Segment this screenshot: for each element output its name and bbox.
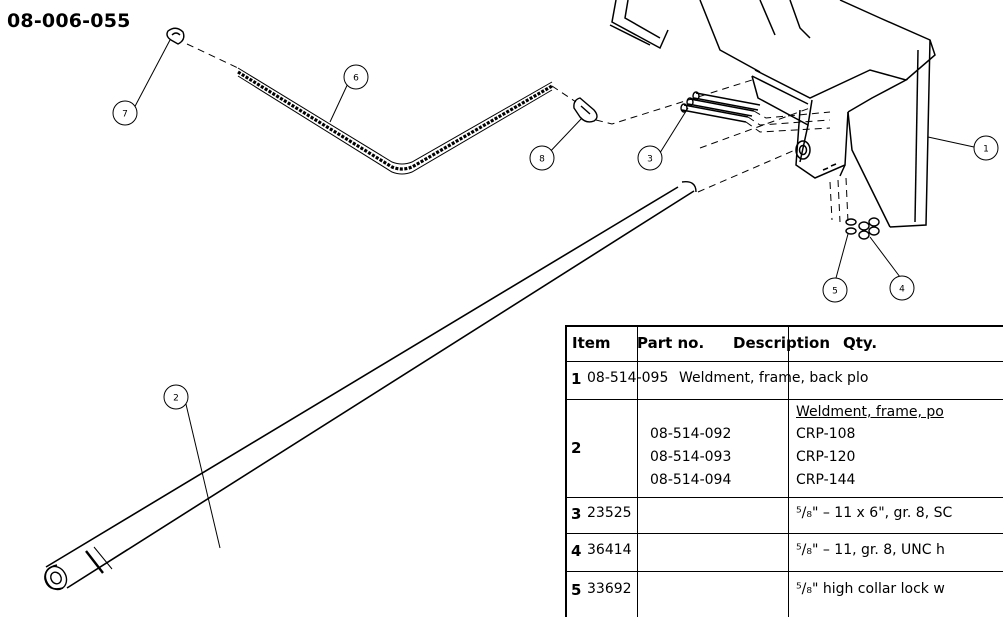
svg-text:3: 3	[647, 155, 653, 165]
link-part-7	[166, 27, 185, 45]
row-part-no: 33692	[587, 581, 632, 597]
table-row: 5 33692 ⁵/₈" high collar lock w	[567, 571, 1003, 615]
document-number: 08-006-055	[7, 10, 131, 32]
callout-1: 1	[973, 135, 999, 161]
exploded-assembly-drawing: 7 6 8 3 1 2 5 4	[44, 0, 999, 591]
svg-text:6: 6	[353, 74, 359, 84]
row-part-no: 08-514-093	[650, 449, 732, 465]
row-part-no: 23525	[587, 505, 632, 521]
header-description: Description	[733, 334, 831, 352]
table-row: 4 36414 ⁵/₈" – 11, gr. 8, UNC h	[567, 533, 1003, 572]
row-description: ⁵/₈" – 11, gr. 8, UNC h	[796, 542, 945, 558]
table-row: 2 Weldment, frame, po 08-514-092 CRP-108…	[567, 399, 1003, 498]
row-item: 2	[571, 439, 582, 457]
pipe-part-2	[44, 181, 697, 591]
table-row: 1 08-514-095 Weldment, frame, back plo	[567, 361, 1003, 400]
row-description: ⁵/₈" – 11 x 6", gr. 8, SC	[796, 505, 953, 521]
row-description-header: Weldment, frame, po	[796, 404, 944, 420]
row-description: CRP-108	[796, 426, 856, 442]
svg-text:8: 8	[539, 155, 545, 165]
svg-text:7: 7	[122, 110, 128, 120]
row-part-no: 08-514-092	[650, 426, 732, 442]
table-header: Item Part no. Description Qty.	[567, 327, 1003, 362]
callout-7: 7	[112, 100, 138, 126]
callout-6: 6	[343, 64, 369, 90]
row-part-no: 08-514-095	[587, 370, 669, 386]
row-part-no: 08-514-094	[650, 472, 732, 488]
parts-table: Item Part no. Description Qty. 1 08-514-…	[565, 325, 1003, 617]
row-description: CRP-144	[796, 472, 856, 488]
callout-5: 5	[822, 277, 848, 303]
row-item: 5	[571, 581, 582, 599]
header-qty: Qty.	[843, 334, 878, 352]
header-item: Item	[572, 334, 611, 352]
chain-part-6	[237, 70, 553, 171]
table-row: 3 23525 ⁵/₈" – 11 x 6", gr. 8, SC	[567, 497, 1003, 534]
callout-2: 2	[163, 384, 189, 410]
callout-4: 4	[889, 275, 915, 301]
link-part-8	[573, 97, 598, 123]
svg-text:5: 5	[832, 287, 838, 297]
frame-part-1	[609, 0, 936, 228]
row-description: ⁵/₈" high collar lock w	[796, 581, 945, 597]
callout-3: 3	[637, 145, 663, 171]
row-item: 3	[571, 505, 582, 523]
row-part-no: 36414	[587, 542, 632, 558]
header-part-no: Part no.	[637, 334, 705, 352]
row-description: CRP-120	[796, 449, 856, 465]
callout-8: 8	[529, 145, 555, 171]
washers-part-5	[845, 218, 857, 235]
svg-text:4: 4	[899, 285, 905, 295]
bolts-part-3	[680, 91, 761, 123]
row-item: 1	[571, 370, 582, 388]
svg-text:2: 2	[173, 394, 179, 404]
row-item: 4	[571, 542, 582, 560]
svg-text:1: 1	[983, 145, 989, 155]
row-description: Weldment, frame, back plo	[679, 370, 869, 386]
nuts-part-4	[858, 217, 880, 240]
